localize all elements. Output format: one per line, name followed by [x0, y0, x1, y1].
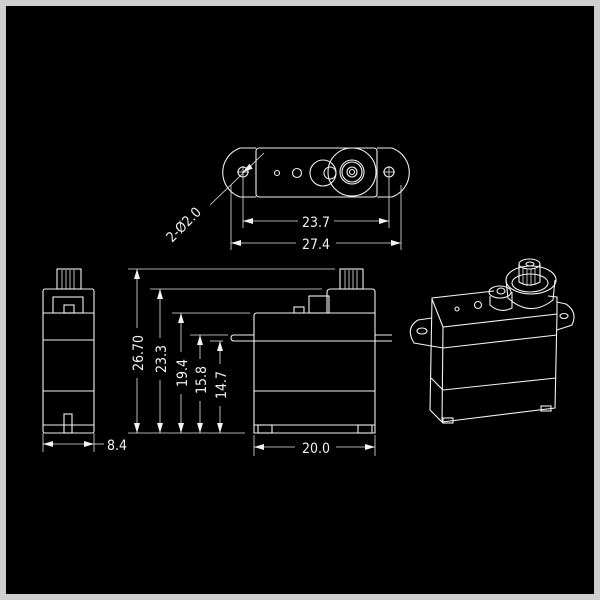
iso-right-ear: [556, 301, 575, 331]
dim-body-length: 20.0: [302, 441, 330, 457]
dim-hole-note: 2-Ø2.0: [164, 204, 205, 245]
right-flange: [375, 334, 392, 342]
idler-boss: [309, 159, 337, 187]
right-mount-hole: [383, 166, 395, 178]
dim-hole-spacing: 23.7: [302, 215, 330, 231]
top-plate: [255, 147, 378, 198]
small-hole: [291, 167, 303, 179]
iso-left-ear: [409, 317, 558, 349]
left-mounting-ear: [222, 147, 256, 198]
output-shaft: [327, 147, 377, 197]
iso-idler-boss: [489, 292, 513, 311]
gear-hump: [326, 288, 376, 313]
side-body: [42, 288, 95, 434]
dim-side-width: 8.4: [107, 438, 127, 454]
dim-height-4: 15.8: [194, 366, 210, 394]
idler-boss-inner: [323, 166, 337, 180]
top-view: 23.7 27.4 2-Ø2.0: [164, 147, 410, 253]
height-dimensions: 26.70 23.3 19.4 15.8 14.7: [128, 268, 335, 434]
small-hole: [273, 169, 281, 177]
left-flange: [230, 334, 254, 342]
right-mounting-ear: [377, 147, 410, 198]
hole-leader: [209, 152, 265, 206]
dim-height-total: 26.70: [131, 335, 147, 371]
side-view: 8.4: [42, 268, 127, 454]
iso-output-boss: [505, 279, 556, 310]
front-body: [253, 312, 376, 434]
dim-overall-length: 27.4: [302, 237, 330, 253]
iso-spline: [518, 264, 541, 286]
front-view: 20.0: [230, 268, 392, 457]
dim-height-3: 19.4: [175, 359, 191, 387]
output-spline: [339, 268, 364, 290]
dim-height-5: 14.7: [214, 371, 230, 399]
dim-height-2: 23.3: [154, 345, 170, 373]
isometric-view: [409, 258, 575, 424]
iso-top-box: [431, 295, 558, 328]
output-spline: [56, 268, 82, 290]
